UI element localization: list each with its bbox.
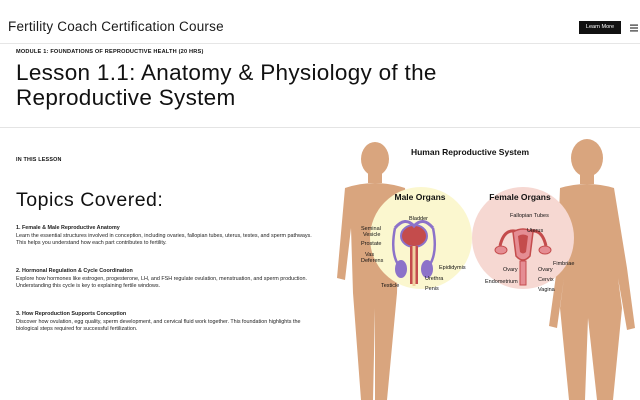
in-this-lesson-label: IN THIS LESSON [16, 157, 62, 163]
topic-item: 3. How Reproduction Supports Conception … [16, 311, 316, 334]
label-endometrium: Endometrium [485, 279, 518, 285]
label-bladder: Bladder [409, 216, 428, 222]
topic-title: 1. Female & Male Reproductive Anatomy [16, 225, 120, 231]
learn-more-button[interactable]: Learn More [579, 21, 621, 34]
section-divider [0, 127, 640, 128]
top-navigation-bar: Fertility Coach Certification Course Lea… [0, 0, 640, 44]
illustration-title: Human Reproductive System [411, 147, 530, 157]
label-fimbriae: Fimbriae [553, 261, 574, 267]
module-label: MODULE 1: FOUNDATIONS OF REPRODUCTIVE HE… [16, 49, 204, 55]
menu-icon[interactable] [630, 24, 638, 32]
label-fallopian-tubes: Fallopian Tubes [510, 213, 549, 219]
male-organs-heading: Male Organs [394, 192, 445, 202]
label-urethra: Urethra [425, 276, 444, 282]
label-cervix: Cervix [538, 277, 554, 283]
female-organs-diagram [494, 228, 552, 286]
label-vesicle: Vesicle [363, 232, 380, 238]
female-organs-heading: Female Organs [489, 192, 551, 202]
topic-description: Learn the essential structures involved … [16, 232, 312, 247]
label-epididymis: Epididymis [439, 265, 466, 271]
label-vas: Vas [365, 252, 374, 258]
topic-item: 1. Female & Male Reproductive Anatomy Le… [16, 225, 316, 248]
topic-title: 3. How Reproduction Supports Conception [16, 311, 127, 317]
lesson-title: Lesson 1.1: Anatomy & Physiology of the … [16, 60, 437, 110]
topics-heading: Topics Covered: [16, 189, 164, 211]
label-penis: Penis [425, 286, 439, 292]
topic-title: 2. Hormonal Regulation & Cycle Coordinat… [16, 268, 133, 274]
label-vagina: Vagina [538, 287, 556, 293]
topic-item: 2. Hormonal Regulation & Cycle Coordinat… [16, 268, 316, 291]
label-testicle: Testicle [381, 283, 399, 289]
label-ovary-left: Ovary [503, 267, 518, 273]
site-brand-title[interactable]: Fertility Coach Certification Course [8, 19, 224, 34]
label-prostate: Prostate [361, 241, 381, 247]
label-uterus: Uterus [527, 228, 543, 234]
topic-description: Discover how ovulation, egg quality, spe… [16, 318, 301, 333]
label-seminal: Seminal [361, 226, 381, 232]
label-ovary-right: Ovary [538, 267, 553, 273]
label-deferens: Deferens [361, 258, 384, 264]
reproductive-system-illustration: Human Reproductive System Male Organs Bl… [337, 139, 635, 400]
topic-description: Explore how hormones like estrogen, prog… [16, 275, 307, 290]
male-organs-diagram [391, 220, 437, 286]
